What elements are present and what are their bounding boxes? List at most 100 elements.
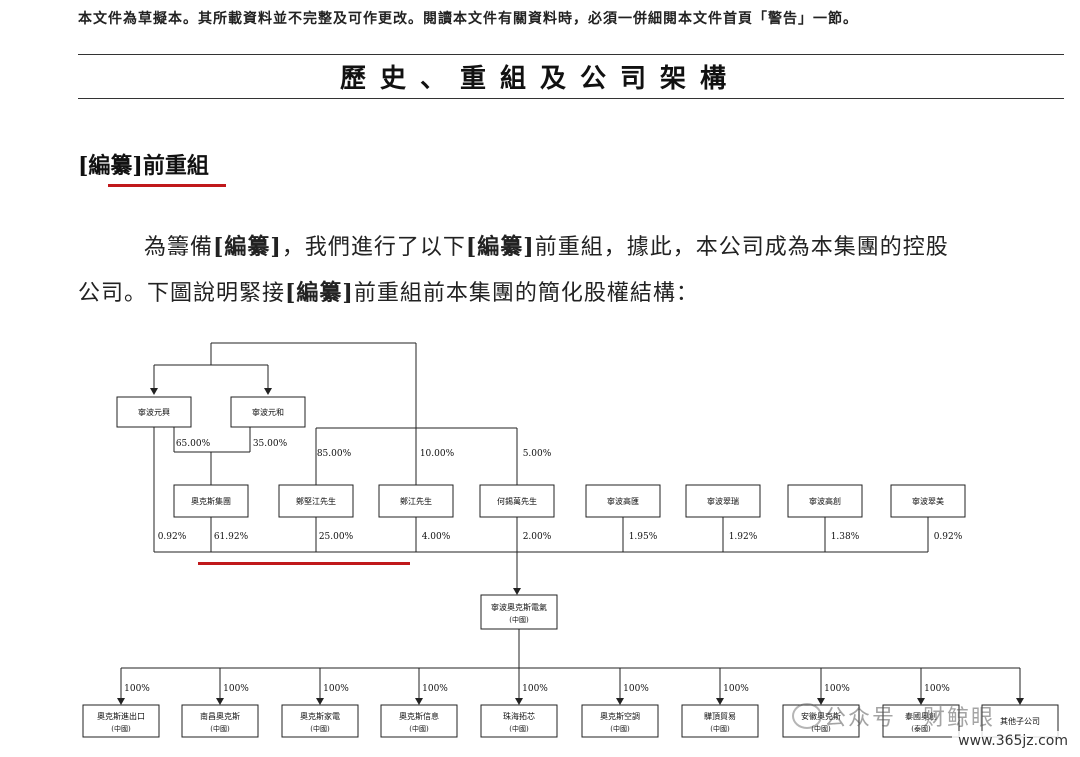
entity-name: 寧波元和 xyxy=(252,407,284,417)
entity-name: 鄭江先生 xyxy=(400,496,432,506)
pct-label: 100% xyxy=(124,684,150,694)
pct-label: 100% xyxy=(623,684,649,694)
entity-jurisdiction: (中國) xyxy=(509,724,529,733)
arrow-head xyxy=(415,698,423,705)
shareholder-box xyxy=(278,484,354,518)
arrow-head xyxy=(117,698,125,705)
entity-name: 其他子公司 xyxy=(1000,716,1040,726)
site-badge: www.365jz.com xyxy=(952,731,1074,751)
shareholder-box xyxy=(787,484,863,518)
para-text: 前重組前本集團的簡化股權結構： xyxy=(353,281,699,306)
para-text: 前重組，據此，本公司成為本集團的控股 xyxy=(534,235,949,260)
pct-label: 100% xyxy=(323,684,349,694)
entity-jurisdiction: (中國) xyxy=(111,724,131,733)
top-divider xyxy=(78,54,1064,55)
para-redacted: [編纂] xyxy=(285,280,354,306)
para-text: 為籌備 xyxy=(144,235,214,260)
pct-label: 100% xyxy=(924,684,950,694)
arrow-head xyxy=(264,388,272,395)
entity-name: 南昌奧克斯 xyxy=(200,711,240,721)
entity-name: 鄭堅江先生 xyxy=(296,496,336,506)
watermark-text: 公众号 · 财鲸眼 xyxy=(824,706,995,731)
shareholder-box xyxy=(479,484,555,518)
pct-label: 0.92% xyxy=(158,532,187,542)
entity-name: 奧克斯集團 xyxy=(191,496,231,506)
shareholder-box xyxy=(585,484,661,518)
arrow-head xyxy=(150,388,158,395)
sub-heading: [編纂]前重組 xyxy=(78,153,209,179)
pct-label: 100% xyxy=(422,684,448,694)
arrow-head xyxy=(716,698,724,705)
entity-name: 奧克斯進出口 xyxy=(97,711,145,721)
subsidiary-box xyxy=(281,704,359,738)
shareholder-box xyxy=(685,484,761,518)
pct-label: 100% xyxy=(522,684,548,694)
wechat-icon xyxy=(792,703,822,729)
subsidiary-box xyxy=(681,704,759,738)
entity-name: 寧波翠美 xyxy=(912,496,944,506)
entity-jurisdiction: (中國) xyxy=(811,724,831,733)
para-redacted: [編纂] xyxy=(213,234,282,260)
entity-jurisdiction: (中國) xyxy=(710,724,730,733)
arrow-head xyxy=(513,588,521,595)
arrow-head xyxy=(616,698,624,705)
entity-name: 何錫萬先生 xyxy=(497,496,537,506)
arrow-head xyxy=(1016,698,1024,705)
pct-label: 5.00% xyxy=(523,449,552,459)
entity-name: 泰國奧創 xyxy=(905,711,937,721)
entity-jurisdiction: (中國) xyxy=(210,724,230,733)
arrow-head xyxy=(316,698,324,705)
entity-jurisdiction: (中國) xyxy=(610,724,630,733)
pct-label: 100% xyxy=(723,684,749,694)
highlight-underline xyxy=(198,562,410,565)
entity-name: 奧克斯空調 xyxy=(600,711,640,721)
subsidiary-box xyxy=(581,704,659,738)
entity-name: 寧波翠瑞 xyxy=(707,496,739,506)
para-text: ，我們進行了以下 xyxy=(281,235,466,260)
entity-jurisdiction: (中國) xyxy=(310,724,330,733)
arrow-head xyxy=(917,698,925,705)
arrow-head xyxy=(216,698,224,705)
pct-label: 61.92% xyxy=(214,532,249,542)
entity-name: 寧波奧克斯電氣 xyxy=(491,602,547,612)
para-text: 公司。下圖說明緊接 xyxy=(78,281,286,306)
subsidiary-box xyxy=(882,704,960,738)
pct-label: 10.00% xyxy=(420,449,455,459)
pct-label: 85.00% xyxy=(317,449,352,459)
pct-label: 100% xyxy=(824,684,850,694)
company-box xyxy=(480,594,558,630)
entity-name: 奧克斯信息 xyxy=(399,711,439,721)
pct-label: 35.00% xyxy=(253,439,288,449)
shareholder-box xyxy=(173,484,249,518)
pct-label: 4.00% xyxy=(422,532,451,542)
subsidiary-box xyxy=(181,704,259,738)
entity-jurisdiction: (泰國) xyxy=(911,724,931,733)
holder-box-yuanhe xyxy=(230,396,306,428)
entity-jurisdiction: (中國) xyxy=(509,615,529,624)
entity-jurisdiction: (中國) xyxy=(409,724,429,733)
pct-label: 2.00% xyxy=(523,532,552,542)
entity-name: 寧波高創 xyxy=(809,496,841,506)
section-title: 歷史、重組及公司架構 xyxy=(339,64,740,94)
pct-label: 25.00% xyxy=(319,532,354,542)
draft-notice: 本文件為草擬本。其所載資料並不完整及可作更改。閱讀本文件有關資料時，必須一併細閱… xyxy=(78,11,858,27)
entity-name: 奧克斯家電 xyxy=(300,711,340,721)
bottom-divider xyxy=(78,98,1064,99)
subsidiary-box xyxy=(480,704,558,738)
entity-name: 寧波元興 xyxy=(138,407,170,417)
pct-label: 1.38% xyxy=(831,532,860,542)
paragraph-line-1: 為籌備[編纂]，我們進行了以下[編纂]前重組，據此，本公司成為本集團的控股 xyxy=(78,224,1068,271)
entity-name: 寧波高匯 xyxy=(607,496,639,506)
sub-heading-underline xyxy=(108,184,226,187)
arrow-head xyxy=(515,698,523,705)
para-redacted: [編纂] xyxy=(465,234,535,260)
arrow-head xyxy=(817,698,825,705)
pct-label: 65.00% xyxy=(176,439,211,449)
pct-label: 0.92% xyxy=(934,532,963,542)
subsidiary-box xyxy=(82,704,160,738)
holder-box-yuanxing xyxy=(116,396,192,428)
pct-label: 1.95% xyxy=(629,532,658,542)
pct-label: 100% xyxy=(223,684,249,694)
shareholder-box xyxy=(378,484,454,518)
